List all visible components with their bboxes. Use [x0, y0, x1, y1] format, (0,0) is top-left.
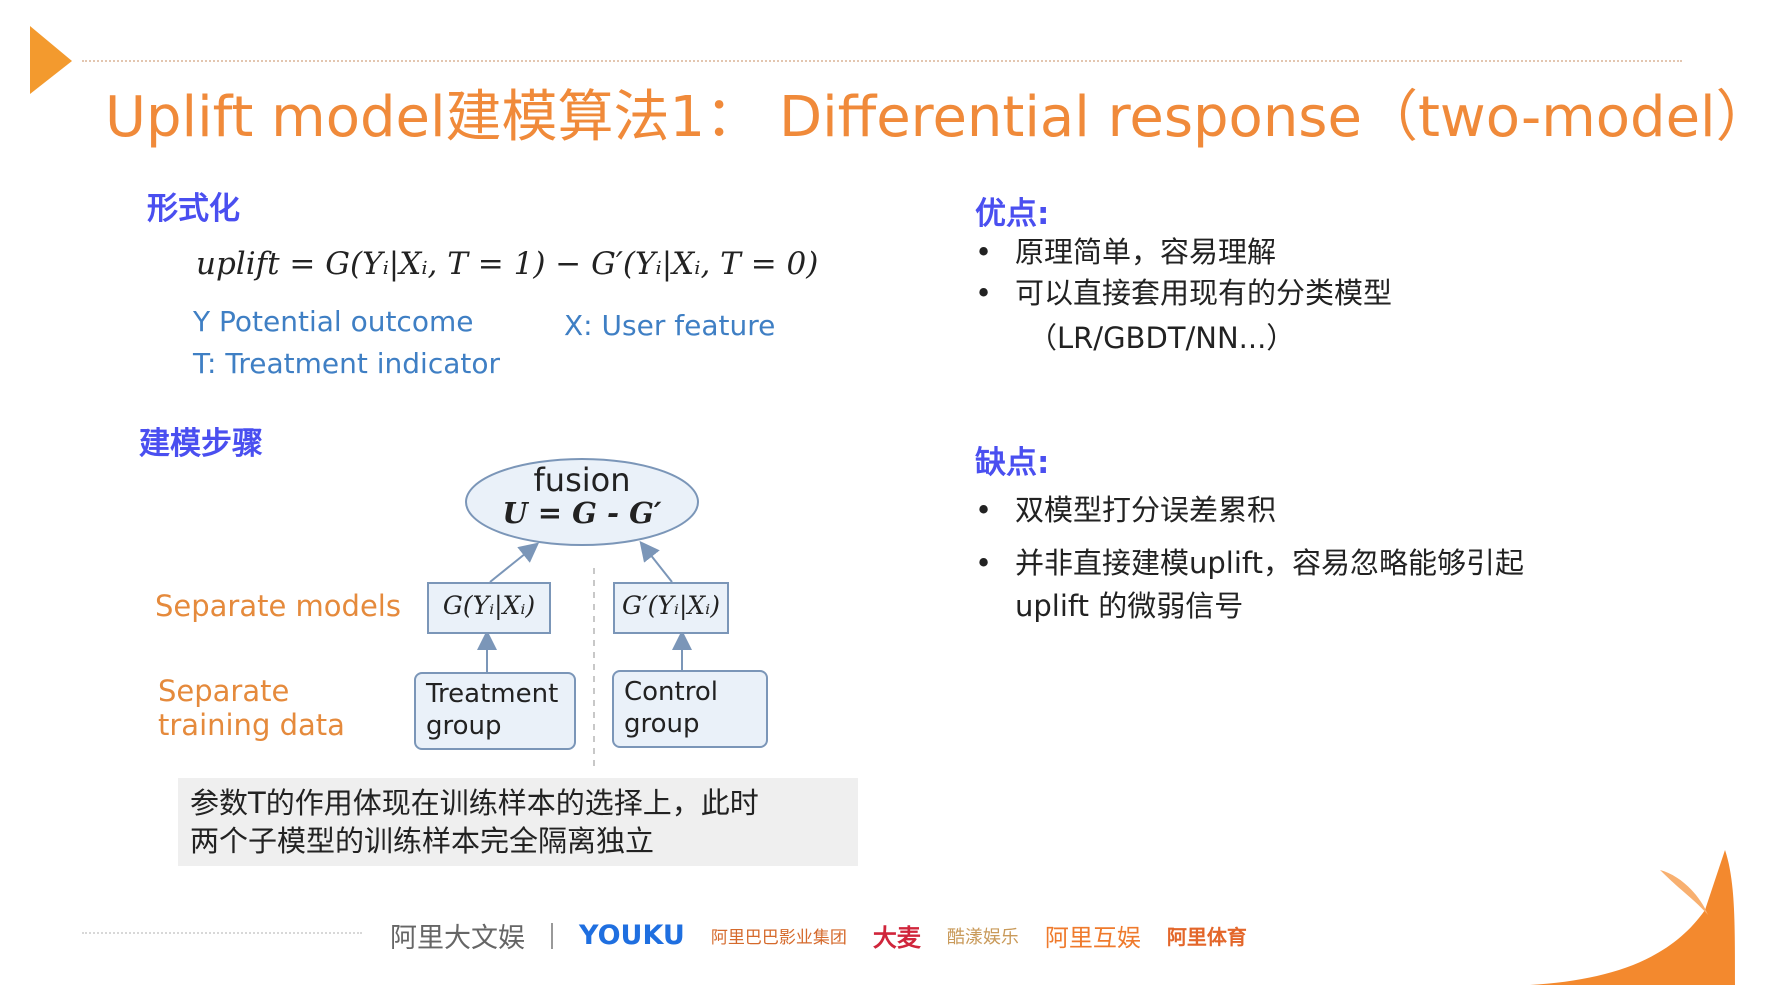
- cons-item-1: • 双模型打分误差累积: [975, 487, 1276, 529]
- ali-games-logo: 阿里互娱: [1044, 924, 1141, 952]
- logo-separator: [551, 922, 553, 949]
- cons-item-2-text: 并非直接建模uplift，容易忽略能够引起: [1015, 546, 1524, 580]
- control-line1: Control: [624, 677, 718, 707]
- treatment-line1: Treatment: [426, 679, 559, 709]
- page-title: Uplift model建模算法1： Differential response…: [105, 85, 1772, 150]
- bullet-dot-icon: •: [975, 235, 993, 269]
- ali-sports-logo: 阿里体育: [1166, 925, 1247, 949]
- t-note: T: Treatment indicator: [193, 347, 500, 380]
- note-line2: 两个子模型的训练样本完全隔离独立: [190, 824, 655, 858]
- alibaba-entertainment-logo: 阿里大文娱: [390, 923, 525, 954]
- pros-item-1: • 原理简单，容易理解: [975, 229, 1276, 271]
- youku-logo: YOUKU: [579, 920, 685, 951]
- fusion-formula: U = G - G′: [502, 496, 662, 530]
- separate-training-label-line2: training data: [158, 708, 345, 742]
- treatment-line2: group: [426, 711, 502, 741]
- treatment-group-box: Treatment group: [414, 672, 576, 750]
- corner-swoosh-decoration: [1530, 850, 1735, 985]
- top-divider: [82, 60, 1682, 62]
- arrow-g-to-fusion: [489, 542, 540, 583]
- note-box: 参数T的作用体现在训练样本的选择上，此时 两个子模型的训练样本完全隔离独立: [178, 778, 858, 866]
- pros-heading: 优点:: [975, 196, 1050, 232]
- bullet-dot-icon: •: [975, 493, 993, 527]
- control-line2: group: [624, 709, 700, 739]
- model-g-box: G(Yᵢ|Xᵢ): [427, 582, 551, 634]
- formalization-heading: 形式化: [147, 191, 240, 227]
- footer-logos: 阿里大文娱 YOUKU 阿里巴巴影业集团 大麦 酷漾娱乐 阿里互娱 阿里体育: [390, 916, 1247, 955]
- separate-models-label: Separate models: [155, 589, 401, 623]
- arrow-gprime-to-fusion: [639, 540, 673, 583]
- pros-item-2: • 可以直接套用现有的分类模型: [975, 270, 1392, 312]
- bullet-dot-icon: •: [975, 546, 993, 580]
- separate-training-label-line1: Separate: [158, 674, 290, 708]
- steps-heading: 建模步骤: [139, 426, 263, 462]
- kuyang-logo: 酷漾娱乐: [946, 926, 1019, 948]
- control-group-box: Control group: [612, 670, 768, 748]
- cons-item-1-text: 双模型打分误差累积: [1015, 493, 1277, 527]
- y-note: Y Potential outcome: [193, 305, 474, 338]
- x-note: X: User feature: [564, 309, 776, 342]
- pros-item-1-text: 原理简单，容易理解: [1015, 235, 1277, 269]
- pros-item-2-text: 可以直接套用现有的分类模型: [1015, 276, 1393, 310]
- model-g-prime-box: G′(Yᵢ|Xᵢ): [613, 582, 729, 634]
- alibaba-pictures-logo: 阿里巴巴影业集团: [710, 928, 847, 948]
- bullet-dot-icon: •: [975, 276, 993, 310]
- fusion-label: fusion: [533, 461, 631, 499]
- fusion-ellipse: [465, 458, 699, 546]
- footer-divider: [82, 932, 362, 934]
- cons-item-2-cont: uplift 的微弱信号: [1015, 589, 1244, 623]
- corner-triangle-icon: [30, 26, 72, 94]
- cons-item-2: • 并非直接建模uplift，容易忽略能够引起: [975, 540, 1524, 582]
- cons-heading: 缺点:: [975, 445, 1050, 481]
- damai-logo: 大麦: [872, 924, 921, 952]
- note-line1: 参数T的作用体现在训练样本的选择上，此时: [190, 786, 759, 820]
- uplift-formula: uplift = G(Yᵢ|Xᵢ, T = 1) − G′(Yᵢ|Xᵢ, T =…: [196, 246, 819, 282]
- pros-item-2-cont: （LR/GBDT/NN...）: [1028, 321, 1296, 355]
